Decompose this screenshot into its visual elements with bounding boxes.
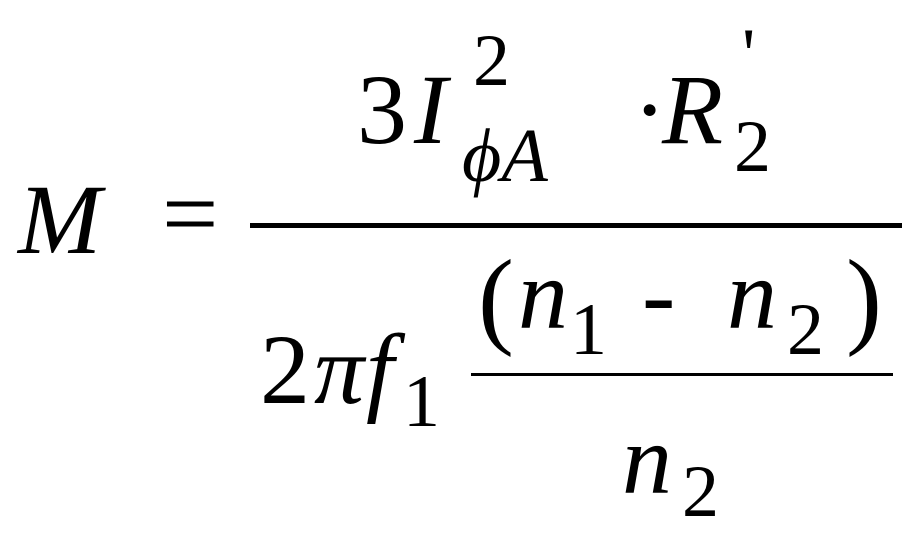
current-exponent: 2 bbox=[473, 20, 510, 102]
current-subscript: ϕA bbox=[462, 114, 548, 198]
close-parenthesis: ) bbox=[846, 239, 882, 358]
frequency-subscript: 1 bbox=[403, 361, 440, 443]
current-symbol: I bbox=[414, 54, 448, 165]
main-fraction-bar bbox=[250, 223, 902, 228]
resistance-subscript: 2 bbox=[734, 106, 771, 188]
slip-denominator-subscript: 2 bbox=[682, 451, 719, 533]
pi-symbol: π bbox=[314, 314, 365, 425]
open-parenthesis: ( bbox=[478, 239, 514, 358]
n1-subscript: 1 bbox=[570, 289, 607, 371]
frequency-symbol: f bbox=[366, 314, 394, 425]
n2-subscript: 2 bbox=[787, 289, 824, 371]
n2-symbol: n bbox=[727, 239, 777, 350]
multiplication-dot: · bbox=[633, 54, 667, 165]
numerator-coefficient: 3 bbox=[357, 54, 407, 165]
denominator-coefficient: 2 bbox=[260, 314, 310, 425]
equals-sign: = bbox=[162, 158, 219, 269]
slip-denominator-symbol: n bbox=[622, 404, 672, 515]
torque-symbol: M bbox=[18, 164, 102, 275]
minus-sign: - bbox=[642, 239, 676, 350]
resistance-prime: ' bbox=[742, 14, 756, 96]
resistance-symbol: R bbox=[662, 54, 724, 165]
n1-symbol: n bbox=[518, 239, 568, 350]
slip-fraction-bar bbox=[471, 373, 893, 376]
